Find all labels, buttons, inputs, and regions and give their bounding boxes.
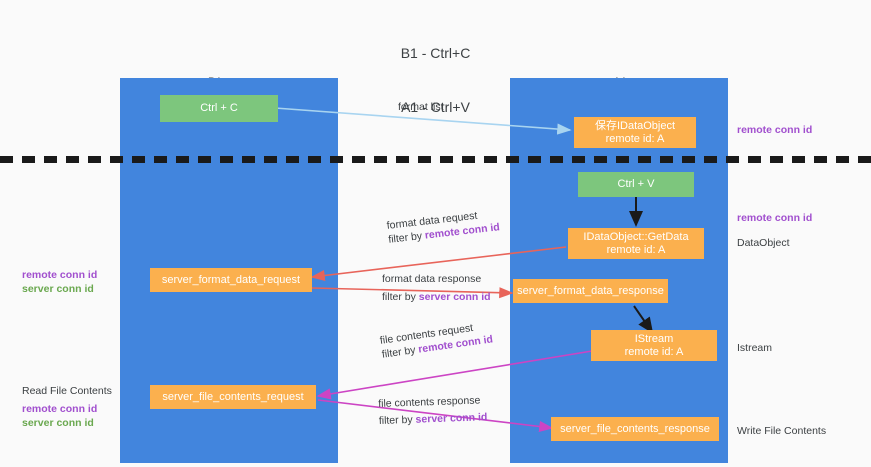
annotation-left-conn-ids-2: remote conn id server conn id bbox=[22, 402, 97, 430]
annotation-dataobject: DataObject bbox=[737, 237, 790, 249]
arrow-file-contents-request bbox=[316, 350, 593, 400]
phase-divider bbox=[0, 156, 871, 163]
annotation-left-server-conn-2: server conn id bbox=[22, 417, 94, 429]
node-ctrl-c-label: Ctrl + C bbox=[200, 102, 238, 114]
annotation-remote-conn-top: remote conn id bbox=[737, 124, 813, 136]
annotation-write-file-contents: Write File Contents bbox=[737, 425, 827, 437]
diagram-title: B1 - Ctrl+C A1 - Ctrl+V bbox=[0, 8, 871, 152]
edge-label-format-data-response-key: server conn id bbox=[418, 291, 491, 303]
edge-label-format-list: format list bbox=[398, 100, 444, 114]
node-server-file-contents-request-label: server_file_contents_request bbox=[162, 390, 304, 403]
edge-label-format-data-response-line2: filter by server conn id bbox=[382, 290, 491, 304]
annotation-remote-conn-mid: remote conn id bbox=[737, 212, 813, 224]
node-server-format-data-request-label: server_format_data_request bbox=[161, 273, 301, 286]
node-server-format-data-response[interactable]: server_format_data_response bbox=[513, 279, 668, 303]
edge-label-format-data-response: format data response filter by server co… bbox=[382, 272, 491, 304]
annotation-istream: Istream bbox=[737, 342, 773, 354]
annotation-left-remote-conn-2: remote conn id bbox=[22, 403, 98, 415]
node-istream-label: IStream bbox=[634, 332, 674, 345]
node-getdata-sub: remote id: A bbox=[606, 243, 666, 256]
edge-label-file-contents-response-key: server conn id bbox=[415, 411, 488, 426]
annotation-left-conn-ids: remote conn id server conn id bbox=[22, 268, 97, 296]
arrow-response-to-istream bbox=[633, 305, 654, 334]
edge-label-file-contents-response: file contents response filter by server … bbox=[378, 393, 488, 428]
node-server-format-data-request[interactable]: server_format_data_request bbox=[150, 268, 312, 292]
title-line-1: B1 - Ctrl+C bbox=[400, 45, 471, 61]
node-server-file-contents-request[interactable]: server_file_contents_request bbox=[150, 385, 316, 409]
node-server-file-contents-response-label: server_file_contents_response bbox=[560, 422, 710, 435]
node-dataobject-remote-sub: remote id: A bbox=[605, 132, 665, 145]
node-ctrl-v[interactable]: Ctrl + V bbox=[578, 172, 694, 197]
arrow-format-data-request bbox=[310, 246, 567, 282]
arrow-file-contents-response bbox=[317, 399, 554, 433]
edge-label-file-contents-response-line1: file contents response bbox=[378, 394, 481, 410]
node-server-format-data-response-label: server_format_data_response bbox=[517, 284, 664, 297]
node-ctrl-c[interactable]: Ctrl + C bbox=[160, 95, 278, 122]
node-dataobject-remote-label: 保存IDataObject bbox=[594, 119, 676, 132]
edge-label-format-data-response-line1: format data response bbox=[382, 273, 482, 285]
annotation-left-server-conn: server conn id bbox=[22, 283, 94, 295]
edge-label-format-list-text: format list bbox=[398, 101, 444, 113]
edge-label-format-data-response-prefix: filter by bbox=[382, 291, 419, 303]
title-line-2: A1 - Ctrl+V bbox=[401, 99, 470, 115]
node-istream-sub: remote id: A bbox=[624, 345, 684, 358]
node-dataobject-remote[interactable]: 保存IDataObject remote id: A bbox=[574, 117, 696, 148]
node-getdata-label: IDataObject::GetData bbox=[583, 230, 689, 243]
edge-label-file-contents-response-prefix: filter by bbox=[378, 413, 416, 427]
node-istream[interactable]: IStream remote id: A bbox=[591, 330, 717, 361]
annotation-left-remote-conn: remote conn id bbox=[22, 269, 98, 281]
arrow-format-data-response bbox=[311, 287, 514, 299]
node-server-file-contents-response[interactable]: server_file_contents_response bbox=[551, 417, 719, 441]
annotation-read-file-contents: Read File Contents bbox=[22, 385, 112, 397]
node-getdata[interactable]: IDataObject::GetData remote id: A bbox=[568, 228, 704, 259]
node-ctrl-v-label: Ctrl + V bbox=[617, 178, 655, 190]
arrow-format-list bbox=[274, 107, 572, 135]
